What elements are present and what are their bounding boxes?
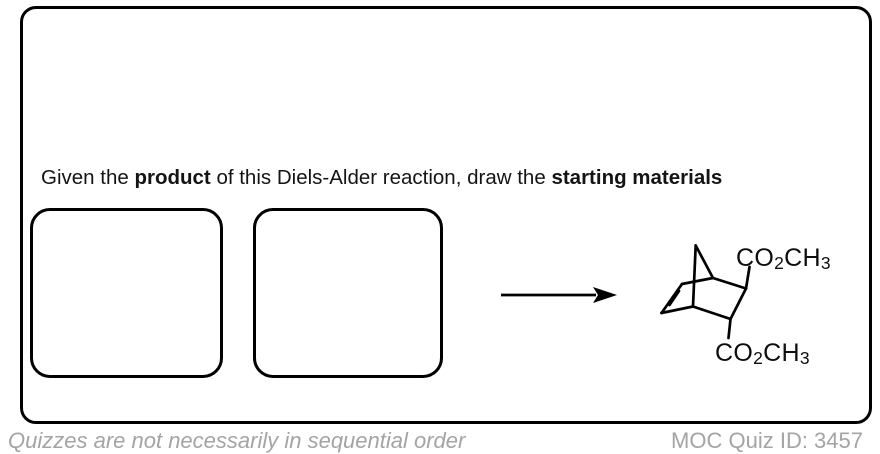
formula-subscript: 2 — [774, 253, 785, 274]
arrow-head — [593, 287, 617, 303]
bond-c5-c4 — [660, 305, 695, 315]
bond-c4-c3 — [691, 305, 732, 321]
formula-part: CH — [763, 339, 800, 367]
formula-subscript: 3 — [820, 253, 831, 274]
bond-c6-c5-double — [660, 282, 684, 315]
bond-c2-ester-top — [744, 265, 751, 290]
bond-c1-c2 — [711, 276, 748, 290]
answer-box-1[interactable] — [30, 208, 223, 378]
bond-c3-ester-bottom — [727, 317, 732, 340]
ester-label-bottom: CO2CH3 — [715, 339, 810, 369]
product-structure — [660, 244, 751, 340]
bond-c1-c6 — [680, 276, 715, 286]
formula-part: CH — [784, 244, 821, 272]
formula-subscript: 2 — [753, 348, 764, 369]
quiz-id: MOC Quiz ID: 3457 — [671, 428, 863, 453]
formula-part: CO — [736, 244, 775, 272]
footer-note: Quizzes are not necessarily in sequentia… — [8, 428, 466, 453]
prompt-segment: of this Diels-Alder reaction, draw the — [210, 166, 552, 189]
prompt-segment: Given the — [41, 166, 135, 189]
bond-bridge-to-c4 — [691, 244, 698, 308]
prompt-segment-bold: product — [134, 166, 211, 189]
reaction-arrow-icon — [501, 287, 617, 303]
ester-label-top: CO2CH3 — [736, 244, 831, 274]
norbornene-skeleton — [660, 244, 751, 340]
prompt-segment-bold: starting materials — [551, 166, 723, 189]
formula-part: CO — [715, 339, 754, 367]
formula-subscript: 3 — [799, 348, 810, 369]
bond-c2-c3 — [729, 287, 748, 321]
bond-bridge-to-c1 — [694, 244, 715, 280]
prompt-text: Given the product of this Diels-Alder re… — [41, 166, 722, 190]
answer-box-2[interactable] — [253, 208, 443, 378]
double-bond-inner — [668, 289, 681, 307]
